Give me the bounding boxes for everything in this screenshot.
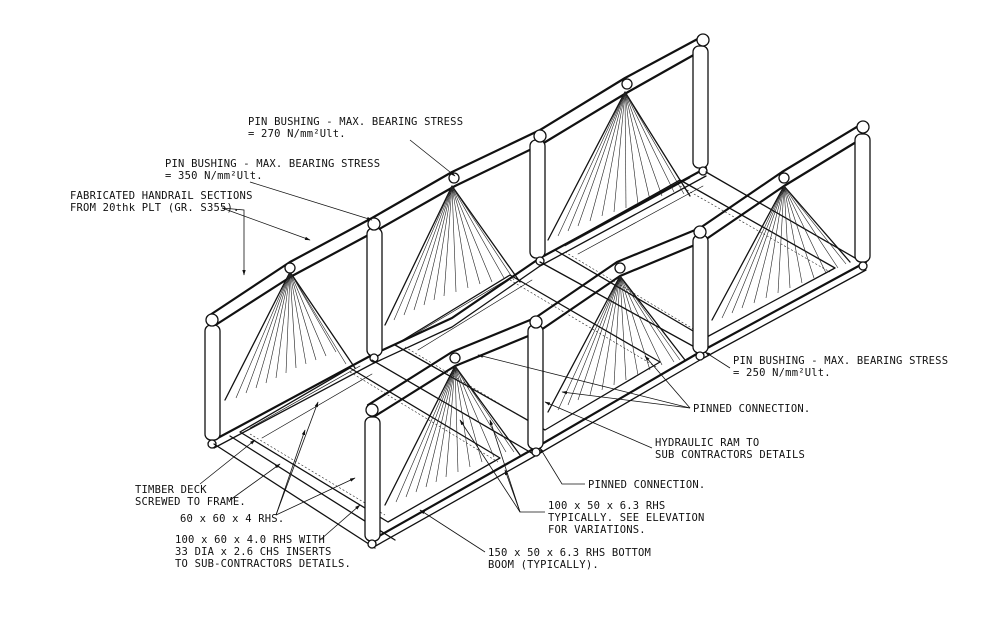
back-cable-fan-1: [235, 271, 347, 399]
label-hydraulic-ram-line2: SUB CONTRACTORS DETAILS: [655, 449, 805, 461]
deck-frame: [213, 171, 863, 549]
label-pin-bushing-350-line1: PIN BUSHING - MAX. BEARING STRESS: [165, 158, 380, 170]
front-truss: [364, 120, 871, 549]
perforated-strips: [249, 185, 831, 516]
annotation-pin-bushing-350: PIN BUSHING - MAX. BEARING STRESS = 350 …: [165, 158, 380, 221]
back-cable-fan-3: [557, 91, 685, 237]
annotation-hydraulic-ram: HYDRAULIC RAM TO SUB CONTRACTORS DETAILS: [544, 401, 805, 461]
annotation-pinned-connection-1: PINNED CONNECTION.: [477, 354, 810, 415]
annotation-rhs-100x60: 100 x 60 x 4.0 RHS WITH 33 DIA x 2.6 CHS…: [175, 504, 361, 570]
annotation-rhs-60x60: 60 x 60 x 4 RHS.: [180, 401, 356, 525]
label-pinned-connection-2: PINNED CONNECTION.: [588, 479, 705, 491]
label-rhs-150x50-line1: 150 x 50 x 6.3 RHS BOTTOM: [488, 547, 651, 559]
label-rhs-100x50-line1: 100 x 50 x 6.3 RHS: [548, 500, 665, 512]
back-truss: [204, 33, 710, 449]
label-rhs-100x50-line3: FOR VARIATIONS.: [548, 524, 646, 536]
annotation-pin-bushing-270: PIN BUSHING - MAX. BEARING STRESS = 270 …: [248, 116, 463, 177]
label-rhs-100x60-line2: 33 DIA x 2.6 CHS INSERTS: [175, 546, 332, 558]
annotation-timber-deck: TIMBER DECK SCREWED TO FRAME.: [135, 439, 281, 508]
annotation-pin-bushing-250: PIN BUSHING - MAX. BEARING STRESS = 250 …: [704, 351, 948, 379]
label-rhs-100x60-line1: 100 x 60 x 4.0 RHS WITH: [175, 534, 325, 546]
label-hydraulic-ram-line1: HYDRAULIC RAM TO: [655, 437, 759, 449]
label-rhs-100x60-line3: TO SUB-CONTRACTORS DETAILS.: [175, 558, 351, 570]
annotation-rhs-100x50: 100 x 50 x 6.3 RHS TYPICALLY. SEE ELEVAT…: [459, 419, 705, 536]
label-rhs-100x50-line2: TYPICALLY. SEE ELEVATION: [548, 512, 705, 524]
label-pin-bushing-250-line1: PIN BUSHING - MAX. BEARING STRESS: [733, 355, 948, 367]
annotation-handrail-sections: FABRICATED HANDRAIL SECTIONS FROM 20thk …: [70, 190, 311, 276]
back-verticals: [204, 45, 709, 441]
front-cable-fan-3: [721, 185, 847, 319]
label-pin-bushing-350-line2: = 350 N/mm²Ult.: [165, 170, 263, 182]
label-rhs-60x60: 60 x 60 x 4 RHS.: [180, 513, 284, 525]
front-pin-joints: [365, 120, 870, 549]
label-pin-bushing-270-line1: PIN BUSHING - MAX. BEARING STRESS: [248, 116, 463, 128]
label-timber-deck-line1: TIMBER DECK: [135, 484, 207, 496]
front-cable-fan-1: [395, 365, 515, 503]
back-pin-joints: [205, 33, 710, 449]
annotation-rhs-150x50: 150 x 50 x 6.3 RHS BOTTOM BOOM (TYPICALL…: [419, 509, 651, 571]
label-handrail-line1: FABRICATED HANDRAIL SECTIONS: [70, 190, 253, 202]
front-verticals: [364, 133, 871, 542]
annotation-pinned-connection-2: PINNED CONNECTION.: [539, 447, 705, 491]
label-timber-deck-line2: SCREWED TO FRAME.: [135, 496, 246, 508]
label-handrail-line2: FROM 20thk PLT (GR. S355).: [70, 202, 240, 214]
label-pin-bushing-250-line2: = 250 N/mm²Ult.: [733, 367, 831, 379]
label-pinned-connection-1: PINNED CONNECTION.: [693, 403, 810, 415]
label-pin-bushing-270-line2: = 270 N/mm²Ult.: [248, 128, 346, 140]
annotations: PIN BUSHING - MAX. BEARING STRESS = 270 …: [70, 116, 948, 571]
label-rhs-150x50-line2: BOOM (TYPICALLY).: [488, 559, 599, 571]
back-cable-fan-2: [393, 185, 515, 321]
front-cable-fan-2: [557, 275, 681, 411]
